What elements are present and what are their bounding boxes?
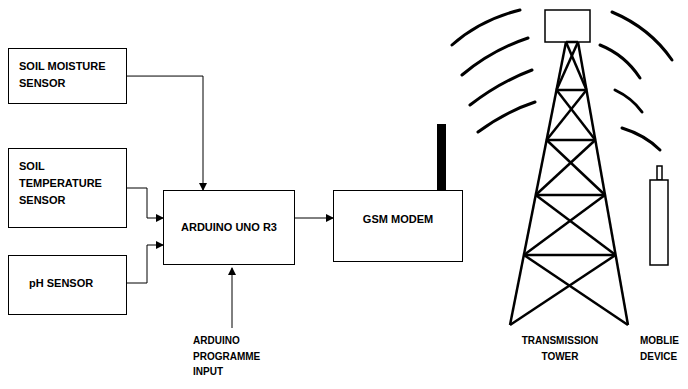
signal-arrow <box>127 76 203 190</box>
box-label: SOIL TEMPERATURE SENSOR <box>19 158 116 209</box>
gsm-antenna <box>437 124 446 190</box>
box-label: ARDUINO UNO R3 <box>172 219 286 236</box>
mobile-device <box>650 166 668 265</box>
box-label: GSM MODEM <box>342 211 454 228</box>
signal-arrow <box>127 245 163 283</box>
caption-label: MOBLIE DEVICE <box>640 333 684 364</box>
caption-label: ARDUINO PROGRAMME INPUT <box>193 333 263 380</box>
signal-arrow <box>295 218 333 219</box>
process-box: ARDUINO UNO R3 <box>163 190 295 265</box>
process-box: GSM MODEM <box>333 190 463 262</box>
process-box: SOIL MOISTURE SENSOR <box>8 48 127 104</box>
caption-label: TRANSMISSION TOWER <box>514 333 606 364</box>
transmission-tower <box>510 10 628 325</box>
box-label: SOIL MOISTURE SENSOR <box>19 58 116 92</box>
signal-arrow <box>127 188 163 218</box>
process-box: SOIL TEMPERATURE SENSOR <box>8 148 127 228</box>
process-box: pH SENSOR <box>8 255 127 315</box>
input-arrow <box>232 268 233 328</box>
radio-waves <box>452 10 672 150</box>
box-label: pH SENSOR <box>29 275 116 292</box>
